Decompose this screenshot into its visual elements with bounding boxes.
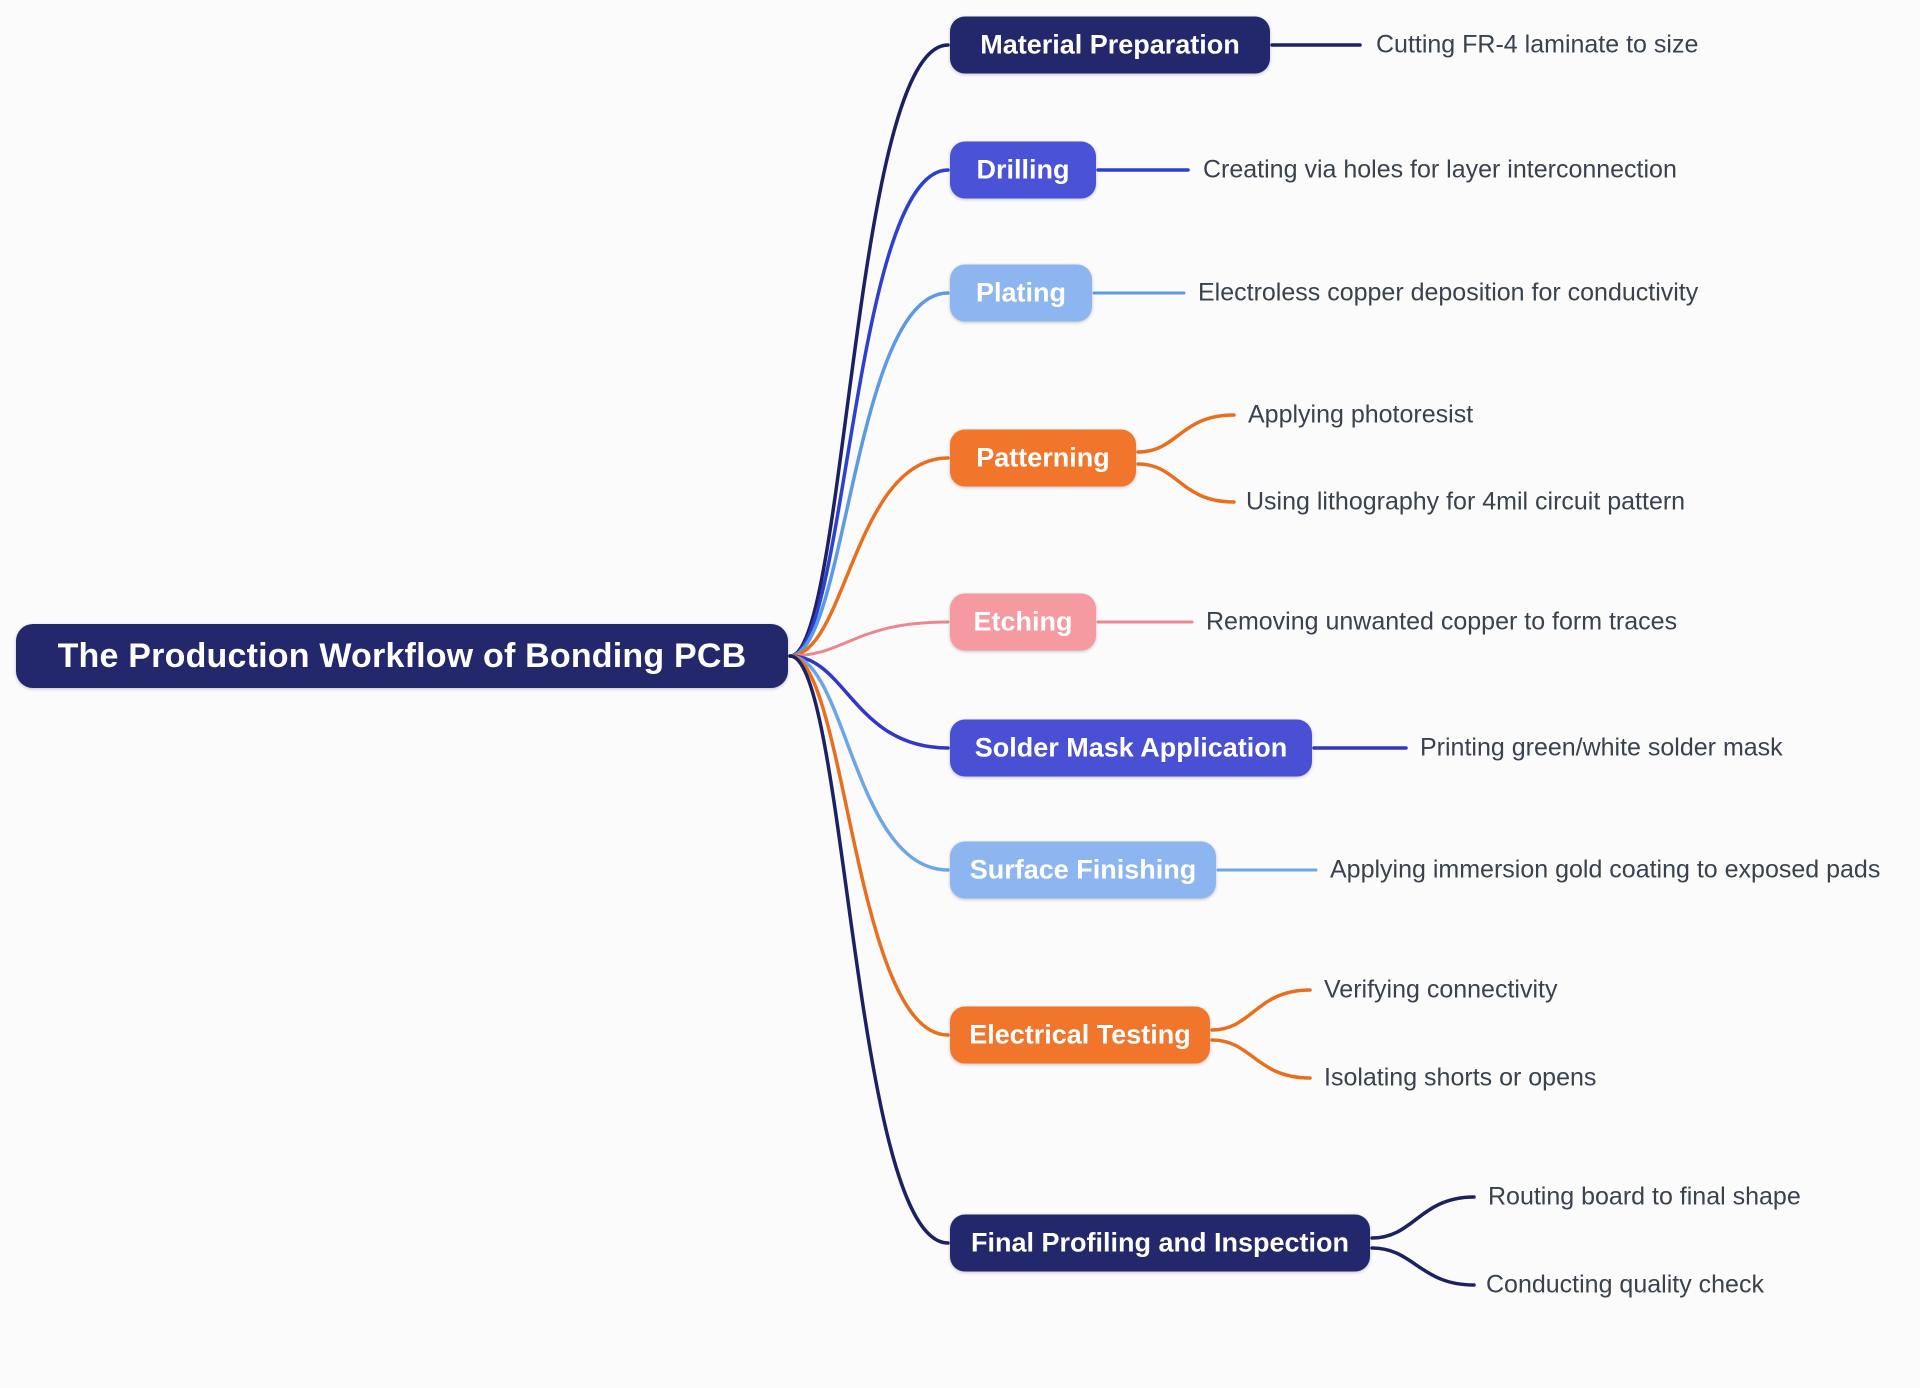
node-electrical-testing[interactable]: Electrical Testing [950,1006,1210,1064]
leaf-etching-0[interactable]: Removing unwanted copper to form traces [1206,607,1678,636]
leaf-material-preparation-0[interactable]: Cutting FR-4 laminate to size [1376,30,1699,59]
node-patterning[interactable]: Patterning [950,429,1136,487]
node-etching[interactable]: Etching [950,593,1096,651]
edge-electrical-testing [788,654,950,1037]
node-drilling[interactable]: Drilling [950,141,1096,199]
leaf-solder-mask-0[interactable]: Printing green/white solder mask [1420,733,1783,762]
edge-plating [788,291,950,658]
edge-patterning [788,456,950,658]
connector-patterning-0 [1136,413,1236,454]
leaf-patterning-1[interactable]: Using lithography for 4mil circuit patte… [1246,487,1686,516]
leaf-surface-finishing-0[interactable]: Applying immersion gold coating to expos… [1330,855,1881,884]
node-material-preparation[interactable]: Material Preparation [950,16,1270,74]
connector-electrical-testing-1 [1210,1038,1312,1080]
leaf-final-profiling-0[interactable]: Routing board to final shape [1488,1182,1801,1211]
leaf-final-profiling-1[interactable]: Conducting quality check [1486,1270,1764,1299]
edge-surface-finishing [788,654,950,872]
leaf-patterning-0[interactable]: Applying photoresist [1248,400,1474,429]
edge-solder-mask [788,654,950,750]
leaf-plating-0[interactable]: Electroless copper deposition for conduc… [1198,278,1699,307]
connector-electrical-testing-0 [1210,988,1312,1032]
connector-patterning-1 [1136,462,1236,504]
edge-material-preparation [788,43,950,658]
leaf-drilling-0[interactable]: Creating via holes for layer interconnec… [1203,155,1677,184]
root-node[interactable]: The Production Workflow of Bonding PCB [16,624,788,688]
node-final-profiling-and-inspection[interactable]: Final Profiling and Inspection [950,1214,1370,1272]
connector-final-profiling-0 [1370,1195,1476,1240]
connector-final-profiling-1 [1370,1246,1476,1287]
leaf-electrical-testing-1[interactable]: Isolating shorts or opens [1324,1063,1597,1092]
edge-etching [788,620,950,658]
node-solder-mask-application[interactable]: Solder Mask Application [950,719,1312,777]
node-plating[interactable]: Plating [950,264,1092,322]
edge-final-profiling [788,654,950,1245]
node-surface-finishing[interactable]: Surface Finishing [950,841,1216,899]
leaf-electrical-testing-0[interactable]: Verifying connectivity [1324,975,1558,1004]
edge-drilling [788,168,950,658]
